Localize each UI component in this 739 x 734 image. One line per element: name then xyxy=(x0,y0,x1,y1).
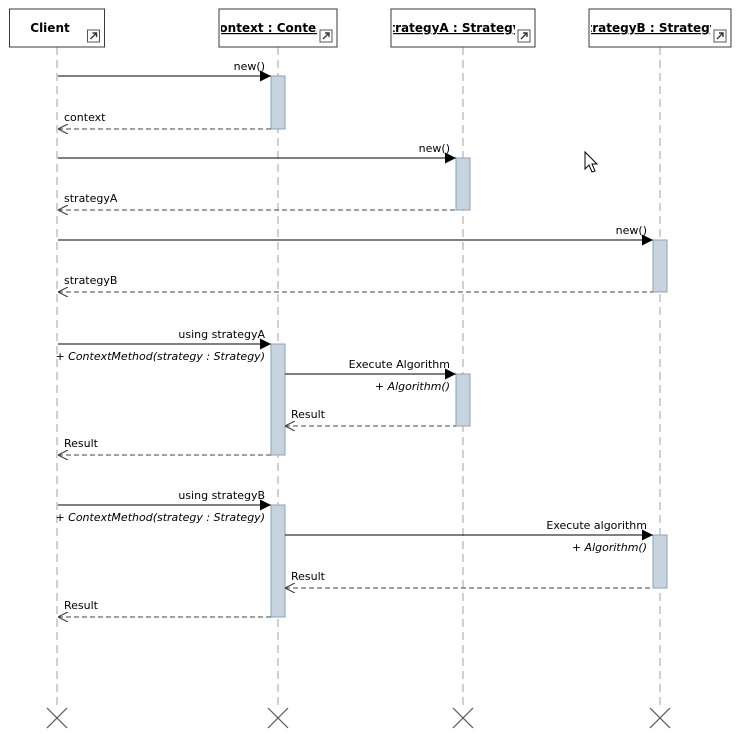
lifeline-label: context : Context xyxy=(212,21,330,35)
lifeline-header-client[interactable]: Client xyxy=(9,8,105,48)
destroy-x-icon xyxy=(267,707,289,729)
return-label: Result xyxy=(291,570,326,583)
destroy-x-icon xyxy=(452,707,474,729)
return-label: Result xyxy=(64,437,99,450)
return-label: Result xyxy=(64,599,99,612)
activation-bar-strategyA xyxy=(455,157,471,211)
operation-signature: + ContextMethod(strategy : Strategy) xyxy=(55,350,265,363)
lifeline-label: strategyA : StrategyA xyxy=(382,21,530,35)
activation-bar-context xyxy=(270,504,286,618)
message-label: new() xyxy=(616,224,647,237)
operation-signature: + ContextMethod(strategy : Strategy) xyxy=(55,511,265,524)
mouse-cursor-icon xyxy=(584,150,599,173)
return-label: strategyB xyxy=(64,274,117,287)
lifeline-label: strategyB : StrategyB xyxy=(579,21,726,35)
message-label: using strategyA xyxy=(178,328,265,341)
link-arrow-icon[interactable] xyxy=(517,29,531,43)
activation-bar-context xyxy=(270,75,286,130)
activation-bar-strategyB xyxy=(652,534,668,589)
link-arrow-icon[interactable] xyxy=(713,29,727,43)
message-0[interactable]: new() xyxy=(58,60,271,82)
message-6[interactable]: using strategyA + ContextMethod(strategy … xyxy=(55,328,271,363)
return-message-8[interactable]: Result xyxy=(285,408,456,426)
lifeline-label: Client xyxy=(30,21,70,35)
return-label: context xyxy=(64,111,106,124)
destroy-x-icon xyxy=(46,707,68,729)
lifeline-header-context[interactable]: context : Context xyxy=(212,8,338,48)
return-label: strategyA xyxy=(64,192,118,205)
activation-bar-strategyA xyxy=(455,373,471,427)
return-label: Result xyxy=(291,408,326,421)
message-label: using strategyB xyxy=(178,489,265,502)
return-message-1[interactable]: context xyxy=(58,111,271,129)
message-2[interactable]: new() xyxy=(58,142,456,164)
message-4[interactable]: new() xyxy=(58,224,653,246)
destroy-x-icon xyxy=(649,707,671,729)
link-arrow-icon[interactable] xyxy=(87,29,100,43)
message-7[interactable]: Execute Algorithm + Algorithm() xyxy=(285,358,456,393)
return-message-3[interactable]: strategyA xyxy=(58,192,456,210)
message-label: new() xyxy=(419,142,450,155)
activation-bar-strategyB xyxy=(652,239,668,293)
return-message-9[interactable]: Result xyxy=(58,437,271,455)
message-label: Execute Algorithm xyxy=(349,358,450,371)
lifeline-header-strategyB[interactable]: strategyB : StrategyB xyxy=(579,8,732,48)
activation-bar-context xyxy=(270,343,286,456)
operation-signature: + Algorithm() xyxy=(572,541,647,554)
message-10[interactable]: using strategyB + ContextMethod(strategy … xyxy=(55,489,271,524)
message-label: Execute algorithm xyxy=(546,519,647,532)
return-message-13[interactable]: Result xyxy=(58,599,271,617)
message-label: new() xyxy=(234,60,265,73)
operation-signature: + Algorithm() xyxy=(375,380,450,393)
return-message-5[interactable]: strategyB xyxy=(58,274,653,292)
link-arrow-icon[interactable] xyxy=(319,29,333,43)
return-message-12[interactable]: Result xyxy=(285,570,653,588)
lifeline-header-strategyA[interactable]: strategyA : StrategyA xyxy=(382,8,536,48)
message-11[interactable]: Execute algorithm + Algorithm() xyxy=(285,519,653,554)
